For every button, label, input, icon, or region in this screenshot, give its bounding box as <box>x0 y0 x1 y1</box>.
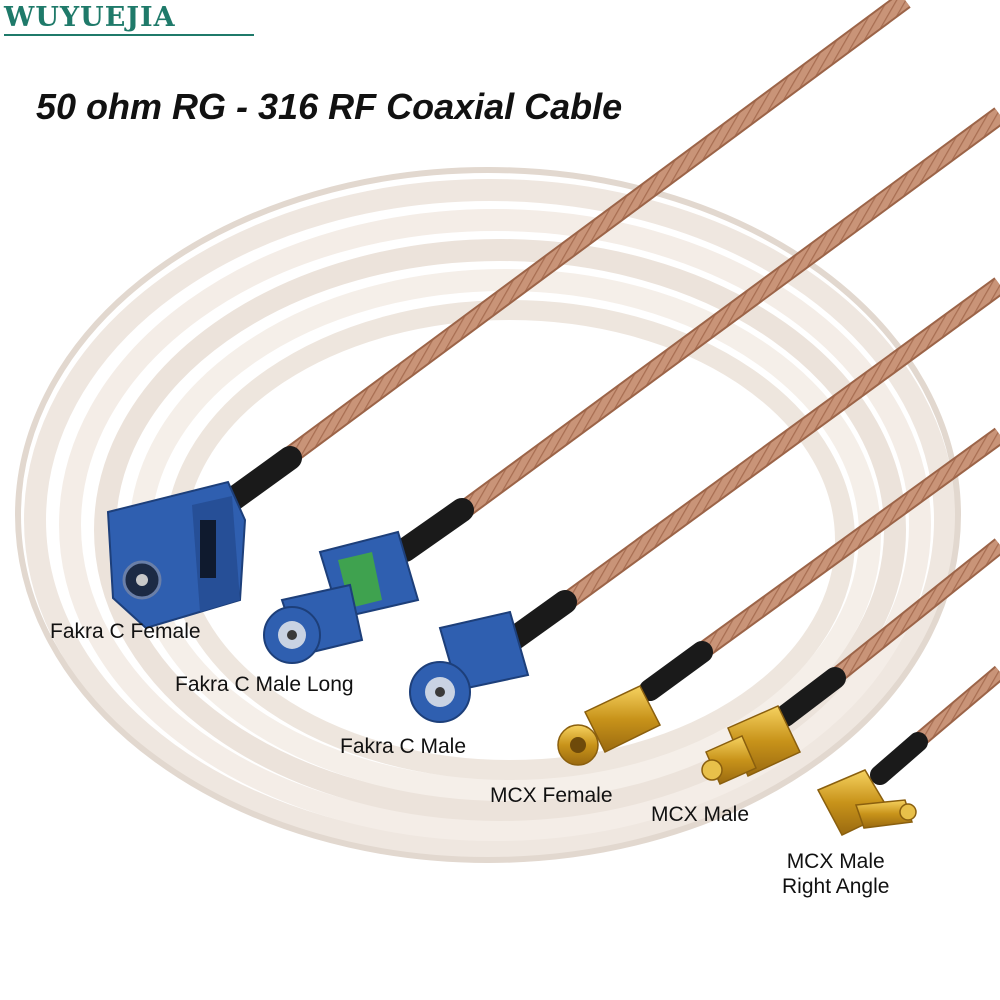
label-mcx-female: MCX Female <box>490 784 613 807</box>
brand-underline <box>4 34 254 36</box>
fakra-male-long-connector <box>263 530 420 664</box>
label-mcx-male: MCX Male <box>651 803 750 826</box>
label-line-2: Right Angle <box>782 875 890 898</box>
cable-mcx-male <box>701 538 1000 785</box>
page-title: 50 ohm RG - 316 RF Coaxial Cable <box>36 86 623 127</box>
cable-fakra-c-female <box>106 0 911 630</box>
mcx-male-right-angle-connector <box>816 769 917 836</box>
brand-logo: WUYUEJIA <box>4 2 176 33</box>
cable-fakra-c-male <box>409 277 1000 723</box>
label-fakra-c-female: Fakra C Female <box>50 620 201 643</box>
mcx-male-connector <box>701 705 802 785</box>
label-line-1: MCX Male <box>786 850 885 873</box>
fakra-male-connector <box>409 610 530 723</box>
mcx-female-connector <box>557 685 662 766</box>
cable-fakra-c-male-long <box>263 107 1000 664</box>
cable-mcx-female <box>557 427 1000 766</box>
label-mcx-male-right-angle: MCX Male Right Angle <box>782 849 889 899</box>
cable-mcx-male-right-angle <box>816 665 1000 836</box>
fakra-female-connector <box>106 480 247 630</box>
label-fakra-c-male-long: Fakra C Male Long <box>175 673 354 696</box>
label-fakra-c-male: Fakra C Male <box>340 735 467 758</box>
